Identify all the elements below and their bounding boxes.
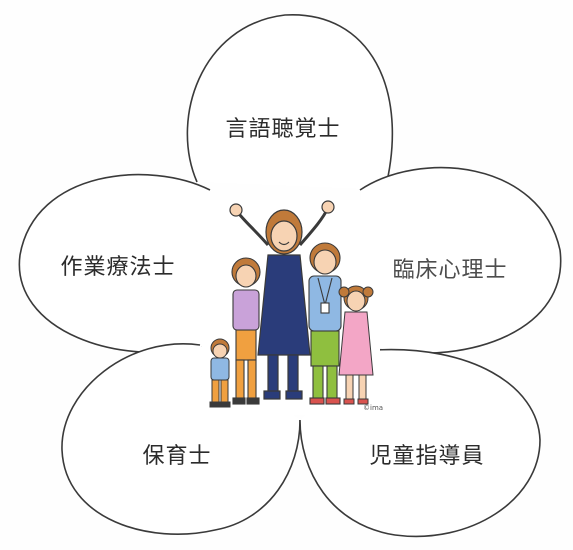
petal-label-right: 臨床心理士 (392, 258, 507, 283)
woman-figure (229, 200, 335, 400)
petal-label-bottom-right: 児童指導員 (369, 444, 484, 469)
girl-figure (338, 285, 374, 405)
petal-left (18, 173, 211, 354)
petal-right (359, 166, 562, 355)
illustration-credit: ©ima (363, 404, 383, 412)
petal-label-left: 作業療法士 (60, 255, 175, 280)
petal-label-bottom-left: 保育士 (142, 444, 211, 469)
petal-top (186, 14, 394, 191)
toddler-figure (209, 338, 231, 408)
man-figure (308, 242, 342, 405)
center-illustration: ©ima (202, 200, 383, 415)
petal-label-top: 言語聴覚士 (225, 117, 340, 142)
boy-figure (231, 257, 261, 405)
